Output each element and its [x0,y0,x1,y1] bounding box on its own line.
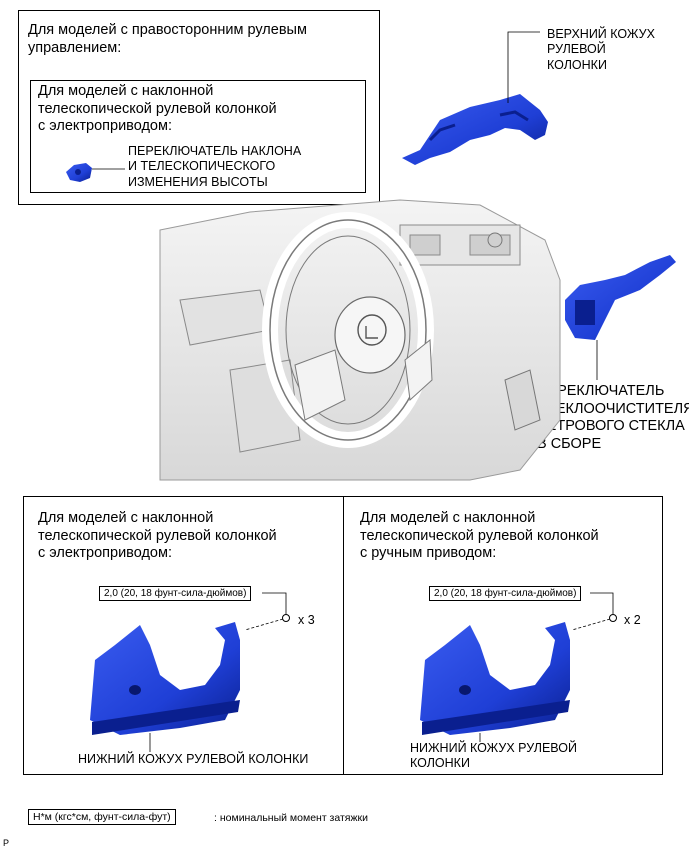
lower-cover-part-right [420,592,617,742]
wiper-switch-label: ПЕРЕКЛЮЧАТЕЛЬ СТЕКЛООЧИСТИТЕЛЯ ВЕТРОВОГО… [537,383,689,453]
torque-spec-left: 2,0 (20, 18 фунт-сила-дюймов) [99,586,252,601]
bolt-count-left: x 3 [298,613,315,627]
bolt-count-right: x 2 [624,613,641,627]
manual-column-heading: Для моделей с наклонной телескопической … [360,510,599,562]
tilt-switch-part [66,163,125,182]
power-tilt-heading: Для моделей с наклонной телескопической … [38,83,277,135]
lower-cover-label-left: НИЖНИЙ КОЖУХ РУЛЕВОЙ КОЛОНКИ [78,752,309,766]
power-column-heading: Для моделей с наклонной телескопической … [38,510,277,562]
corner-mark: P [3,838,10,848]
torque-unit-description: : номинальный момент затяжки [214,812,368,824]
power-column-box [23,496,344,775]
torque-unit-box: Н*м (кгс*см, фунт-сила-фут) [28,809,176,825]
dashboard-scene [159,199,561,481]
torque-spec-right: 2,0 (20, 18 фунт-сила-дюймов) [429,586,582,601]
rhd-heading: Для моделей с правосторонним рулевым упр… [28,22,307,56]
lower-cover-label-right: НИЖНИЙ КОЖУХ РУЛЕВОЙ КОЛОНКИ [410,741,577,771]
upper-cover-part [402,31,548,165]
tilt-switch-label: ПЕРЕКЛЮЧАТЕЛЬ НАКЛОНА И ТЕЛЕСКОПИЧЕСКОГО… [128,144,302,189]
upper-cover-label: ВЕРХНИЙ КОЖУХ РУЛЕВОЙ КОЛОНКИ [547,27,655,72]
lower-cover-part-left [90,592,290,752]
wiper-switch-part [565,255,676,380]
